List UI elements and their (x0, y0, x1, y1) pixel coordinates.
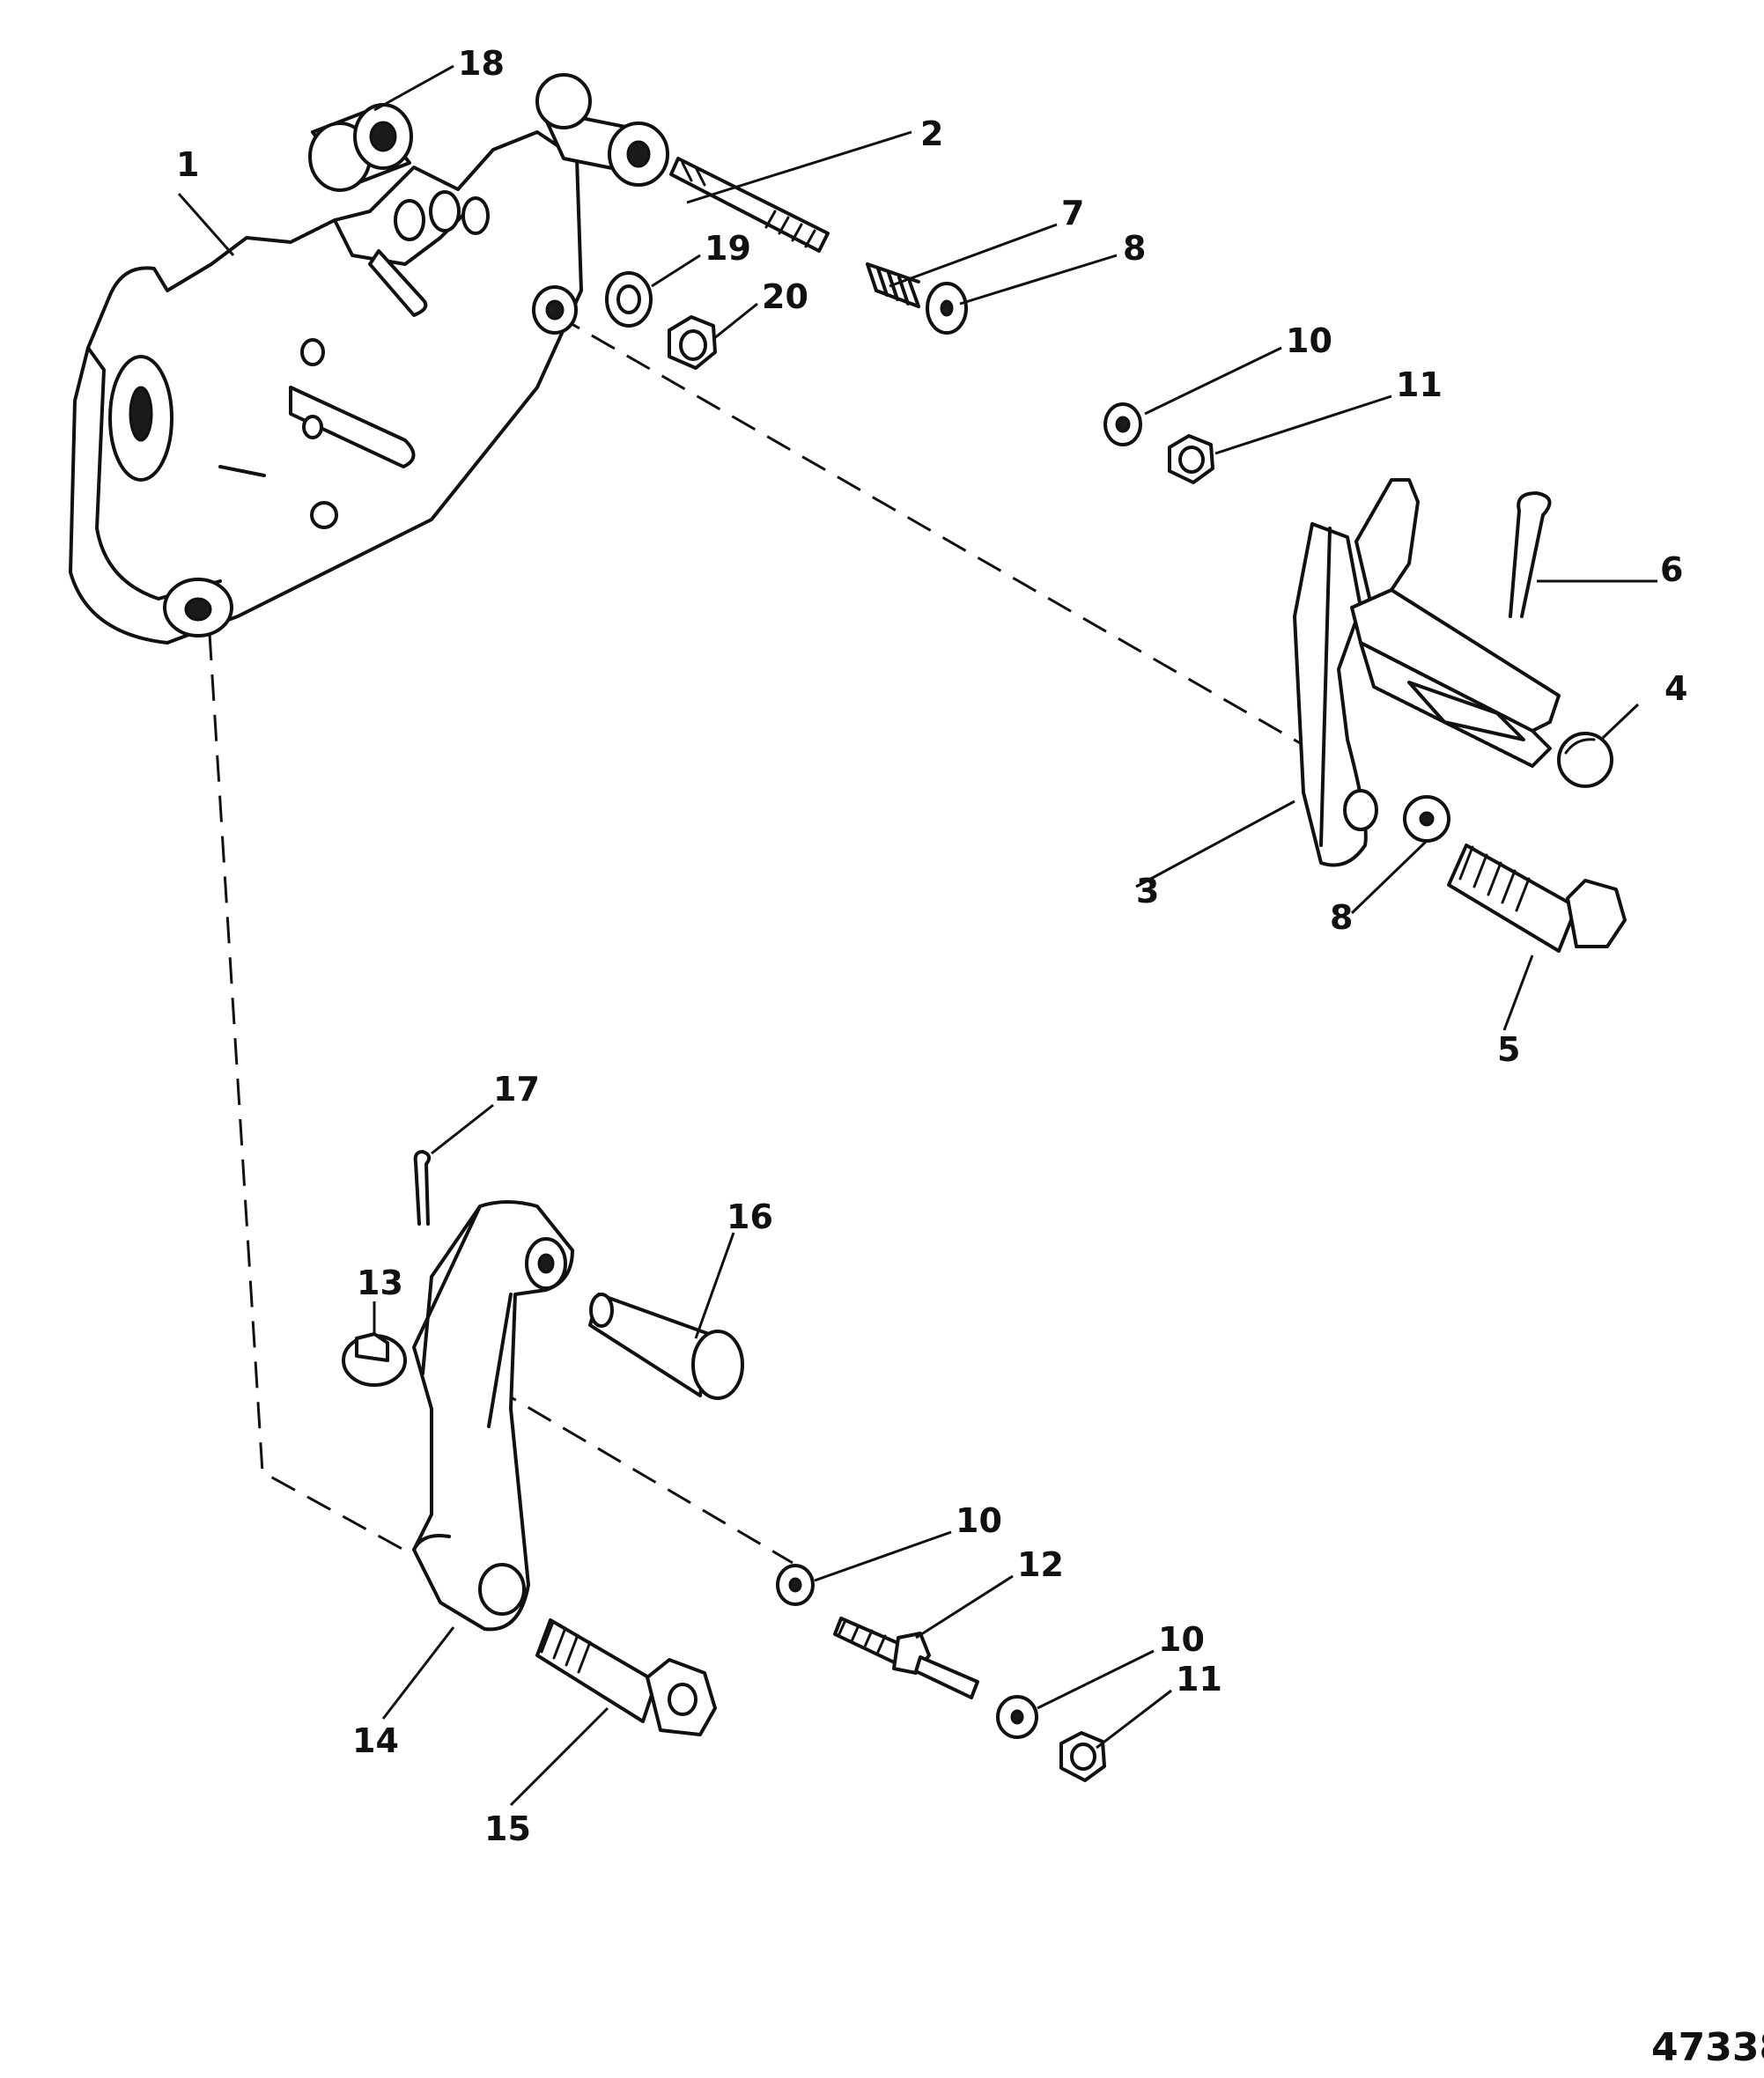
callout-5: 5 (1497, 1030, 1520, 1069)
part-17-cotter-pin (413, 1150, 432, 1226)
part-18-bushing (308, 103, 413, 192)
part-7-spring (866, 262, 920, 308)
part-8-washer-upper (926, 282, 968, 335)
part-4-cap (1557, 732, 1613, 788)
callout-20: 20 (762, 277, 808, 316)
callout-17: 17 (493, 1070, 540, 1109)
bracket-pivot-sleeve (535, 73, 669, 187)
callout-12: 12 (1017, 1545, 1064, 1584)
callout-14: 14 (352, 1721, 399, 1760)
callout-1: 1 (176, 145, 199, 184)
callout-19: 19 (705, 229, 751, 268)
part-10-washer-middle (776, 1564, 815, 1606)
assembly-line-link-to-washer (492, 1385, 793, 1565)
part-12-stud (833, 1617, 979, 1699)
part-10-washer-upper (1103, 402, 1142, 446)
part-1-shift-bracket (69, 130, 583, 645)
part-6-cotter-pin (1509, 491, 1552, 618)
part-10-washer-lower (996, 1695, 1038, 1739)
part-8-washer-lower (1403, 795, 1450, 843)
leader-lines (177, 64, 1657, 1807)
callout-labels: 1 2 3 4 5 6 7 8 8 10 10 10 11 11 12 13 1… (176, 44, 1687, 1848)
callout-6: 6 (1660, 550, 1683, 589)
callout-16: 16 (727, 1197, 773, 1236)
part-16-clevis-pin (588, 1293, 744, 1400)
callout-15: 15 (484, 1809, 531, 1848)
callout-4: 4 (1664, 669, 1687, 708)
callout-10-lower: 10 (1158, 1620, 1205, 1659)
callout-8-upper: 8 (1123, 229, 1146, 268)
callout-10-upper: 10 (1286, 321, 1332, 360)
part-3-shift-lever (1293, 478, 1561, 867)
callout-2: 2 (920, 114, 943, 153)
part-11-nut-lower (1059, 1731, 1106, 1782)
assembly-line-bracket-to-link (208, 633, 408, 1553)
part-19-washer (605, 271, 653, 328)
part-5-hex-bolt (1447, 844, 1627, 953)
part-15-shoulder-bolt (535, 1618, 717, 1736)
callout-13: 13 (357, 1264, 403, 1302)
part-2-stud (669, 157, 830, 253)
part-13-clip (342, 1332, 407, 1387)
callout-11-upper: 11 (1396, 365, 1443, 404)
callout-8-lower: 8 (1330, 898, 1353, 937)
part-14-link (412, 1200, 574, 1632)
callout-11-lower: 11 (1176, 1660, 1222, 1699)
part-11-nut-upper (1168, 434, 1214, 484)
callout-18: 18 (458, 44, 505, 83)
callout-7: 7 (1061, 194, 1084, 232)
assembly-lines (208, 313, 1303, 1565)
assembly-line-bracket-to-lever (556, 313, 1303, 746)
callout-3: 3 (1136, 872, 1159, 910)
callout-10-middle: 10 (956, 1501, 1002, 1540)
part-20-nut (668, 315, 717, 370)
figure-number: 47338 (1651, 2025, 1764, 2070)
